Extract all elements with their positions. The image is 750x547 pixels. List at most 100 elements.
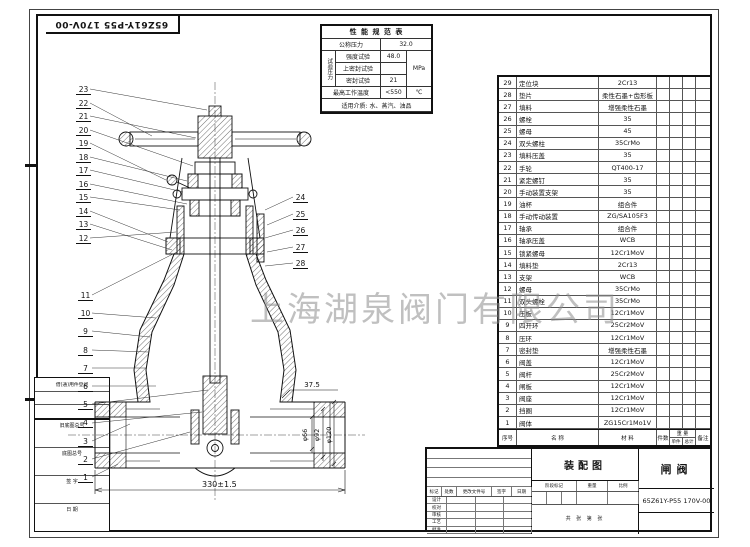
bom-cell-remark	[696, 101, 710, 114]
bom-cell-remark	[696, 89, 710, 102]
stage-header-row: 阶段标记 重量 比例	[532, 481, 639, 492]
bom-cell-name: 阀座	[517, 392, 599, 405]
bom-cell-remark	[696, 247, 710, 260]
spec-temp-label: 最高工作温度	[322, 87, 381, 99]
bom-cell-unit	[670, 404, 683, 417]
bom-cell-name: 锁紧螺母	[517, 246, 599, 260]
bom-cell-total	[683, 113, 696, 126]
bom-cell-total	[683, 271, 696, 284]
bom-cell-qty	[657, 174, 670, 187]
bom-cell-no: 18	[499, 210, 517, 223]
bom-header-no: 序号	[499, 430, 517, 445]
bom-cell-material: 12Cr1MoV	[599, 392, 657, 405]
revision-row	[427, 478, 531, 487]
bom-cell-unit	[670, 416, 683, 430]
sign-label: 审核	[427, 511, 447, 519]
bom-cell-unit	[670, 198, 683, 211]
bom-header-name: 名 称	[517, 430, 599, 445]
bom-cell-unit	[670, 356, 683, 369]
callout-9: 9	[78, 327, 93, 338]
bom-cell-name: 定位块	[517, 77, 599, 90]
bom-cell-qty	[657, 404, 670, 417]
bom-cell-unit	[670, 222, 683, 235]
bom-cell-unit	[670, 368, 683, 381]
bom-cell-no: 16	[499, 234, 517, 247]
bom-cell-qty	[657, 319, 670, 332]
callout-19: 19	[76, 139, 91, 149]
spec-test-value	[381, 63, 407, 75]
bom-cell-remark	[696, 368, 710, 381]
bom-cell-unit	[670, 89, 683, 102]
bom-cell-qty	[657, 89, 670, 102]
drawing-number: 65Z61Y-P55 170V-00	[639, 489, 714, 513]
bom-cell-no: 17	[499, 222, 517, 235]
callout-4: 4	[78, 418, 93, 429]
bom-cell-total	[683, 259, 696, 272]
dimension-bore-large: φ120	[325, 427, 333, 444]
fold-code-block: 65Z61Y-P55 170V-00	[46, 15, 180, 34]
bom-cell-qty	[657, 368, 670, 381]
bom-cell-qty	[657, 344, 670, 357]
bom-cell-no: 14	[499, 259, 517, 272]
bom-cell-material: ZG/SA105F3	[599, 210, 657, 223]
bom-cell-material: 增强柔性石墨	[599, 101, 657, 114]
bom-cell-remark	[696, 405, 710, 417]
product-name: 闸阀	[639, 449, 714, 489]
archive-row: 旧底图总号	[35, 420, 109, 448]
bom-cell-remark	[696, 283, 710, 296]
bom-cell-no: 7	[499, 344, 517, 357]
bom-cell-total	[683, 416, 696, 430]
bom-cell-total	[683, 186, 696, 199]
bom-cell-name: 填料	[517, 101, 599, 114]
bom-cell-total	[683, 392, 696, 405]
bom-cell-remark	[696, 344, 710, 357]
bom-cell-remark	[696, 271, 710, 284]
bom-cell-material: 35	[599, 186, 657, 199]
bom-cell-remark	[696, 186, 710, 199]
spec-test-label: 密封试验	[336, 75, 381, 87]
title-block-blank	[639, 513, 714, 532]
bom-cell-no: 2	[499, 404, 517, 417]
bom-cell-total	[683, 101, 696, 114]
bom-header-weight-group: 重 量 单件 总计	[670, 430, 696, 445]
bom-cell-total	[683, 331, 696, 345]
bom-cell-unit	[670, 344, 683, 357]
bom-cell-unit	[670, 295, 683, 308]
bom-cell-no: 27	[499, 101, 517, 114]
spec-medium: 适用介质: 水、蒸汽、油品	[322, 99, 431, 112]
bom-cell-total	[683, 89, 696, 102]
bom-header-remark: 备注	[697, 435, 709, 442]
revision-header: 处数	[442, 487, 457, 496]
bom-cell-name: 填料垫	[517, 259, 599, 272]
bom-cell-remark	[696, 417, 710, 430]
bom-cell-remark	[696, 150, 710, 162]
bom-cell-total	[683, 283, 696, 296]
bom-cell-total	[683, 149, 696, 162]
bom-cell-qty	[657, 295, 670, 308]
bom-cell-remark	[696, 162, 710, 175]
bom-cell-no: 25	[499, 125, 517, 138]
bom-cell-remark	[696, 77, 710, 90]
leader-lines	[89, 88, 294, 478]
bom-header-material: 材 料	[599, 430, 657, 445]
bom-cell-no: 10	[499, 307, 517, 320]
bom-cell-no: 23	[499, 149, 517, 162]
bom-cell-remark	[696, 198, 710, 211]
bom-cell-name: 螺母	[517, 283, 599, 296]
bom-cell-material: 组合件	[599, 198, 657, 211]
bom-cell-name: 密封垫	[517, 344, 599, 357]
bom-cell-qty	[657, 392, 670, 405]
spec-test-value: 21	[381, 75, 407, 87]
title-block-middle: 装配图 阶段标记 重量 比例 共 张 第 张	[532, 449, 639, 534]
bom-cell-unit	[670, 283, 683, 296]
bom-cell-remark	[696, 381, 710, 393]
callout-28: 28	[293, 259, 308, 270]
callout-1: 1	[78, 473, 93, 483]
